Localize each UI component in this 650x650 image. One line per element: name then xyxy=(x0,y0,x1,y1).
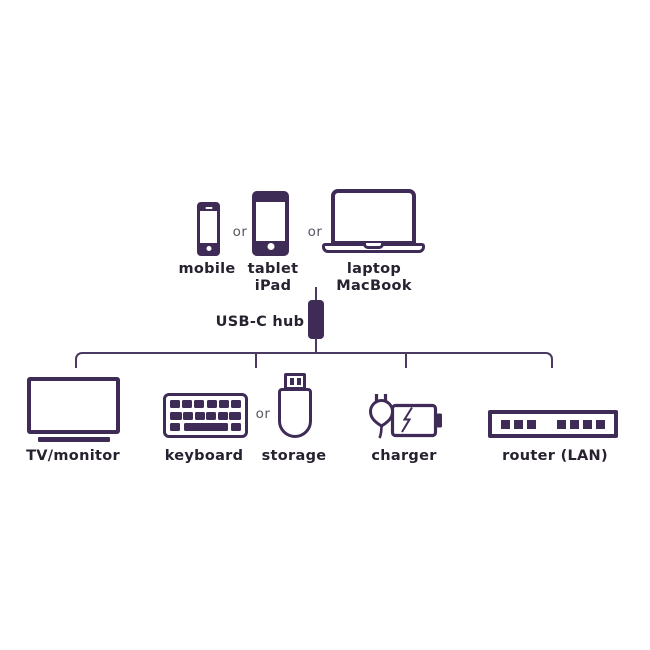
laptop-screen xyxy=(331,189,416,245)
usb-storage-connector xyxy=(284,373,306,390)
mobile-label: mobile xyxy=(178,261,236,277)
usb-c-hub-label: USB-C hub xyxy=(215,314,305,330)
hub-upper-connector-line xyxy=(315,287,317,301)
usb-pin xyxy=(289,378,294,385)
storage-label: storage xyxy=(261,448,327,464)
battery-terminal xyxy=(436,413,442,428)
ipad-label: iPad xyxy=(254,278,292,294)
key xyxy=(206,400,217,408)
tv-monitor-label: TV/monitor xyxy=(26,448,120,464)
usb-c-hub-icon xyxy=(308,300,324,339)
router-label: router (LAN) xyxy=(502,448,608,464)
key xyxy=(170,400,180,408)
usb-pin xyxy=(296,378,301,385)
tablet-top-bezel xyxy=(256,195,285,202)
lightning-bolt-icon xyxy=(401,406,413,433)
router-port xyxy=(514,419,523,429)
plug-body xyxy=(368,398,395,428)
spacebar-key xyxy=(183,423,228,431)
or-label-mobile-tablet: or xyxy=(232,224,248,240)
tablet-icon xyxy=(252,191,289,256)
router-port-group xyxy=(557,419,605,429)
laptop-notch xyxy=(363,243,384,249)
key xyxy=(217,411,228,420)
key xyxy=(231,423,241,431)
laptop-icon xyxy=(322,189,425,253)
keyboard-icon xyxy=(163,393,248,438)
laptop-label: laptop xyxy=(346,261,402,277)
router-icon xyxy=(488,410,618,438)
mobile-phone-icon xyxy=(197,202,220,256)
key xyxy=(230,400,241,408)
or-label-keyboard-storage: or xyxy=(255,406,271,422)
tablet-bottom-bezel xyxy=(256,241,285,252)
phone-top-bezel xyxy=(200,205,217,211)
key xyxy=(228,411,241,420)
keyboard-row xyxy=(170,400,241,408)
key xyxy=(194,400,205,408)
key xyxy=(218,400,229,408)
or-label-tablet-laptop: or xyxy=(307,224,323,240)
tv-stand xyxy=(38,437,110,442)
tv-monitor-icon xyxy=(27,377,120,434)
phone-speaker-slot xyxy=(205,207,212,209)
key xyxy=(183,411,194,420)
router-port xyxy=(596,419,605,429)
router-port-group xyxy=(501,419,536,429)
router-port xyxy=(527,419,536,429)
keyboard-row xyxy=(170,411,241,420)
router-port xyxy=(583,419,592,429)
charger-label: charger xyxy=(371,448,437,464)
keyboard-row xyxy=(170,423,241,431)
router-port xyxy=(501,419,510,429)
keyboard-label: keyboard xyxy=(164,448,244,464)
key xyxy=(206,411,217,420)
tablet-home-button xyxy=(267,243,274,250)
branch-line xyxy=(75,352,553,368)
macbook-label: MacBook xyxy=(336,278,412,294)
key xyxy=(182,400,193,408)
key xyxy=(170,423,180,431)
router-port xyxy=(570,419,579,429)
usb-storage-icon xyxy=(278,388,312,438)
tablet-label: tablet xyxy=(247,261,299,277)
battery-outline xyxy=(390,403,438,438)
key xyxy=(194,411,205,420)
phone-home-button xyxy=(206,246,211,251)
branch-tick-keyboard-storage xyxy=(255,353,257,368)
router-port xyxy=(557,419,566,429)
phone-bottom-bezel xyxy=(200,243,217,253)
charger-icon xyxy=(368,394,442,439)
plug-cable xyxy=(378,424,383,439)
key xyxy=(170,411,182,420)
hub-lower-connector-line xyxy=(315,338,317,353)
branch-tick-charger xyxy=(405,353,407,368)
